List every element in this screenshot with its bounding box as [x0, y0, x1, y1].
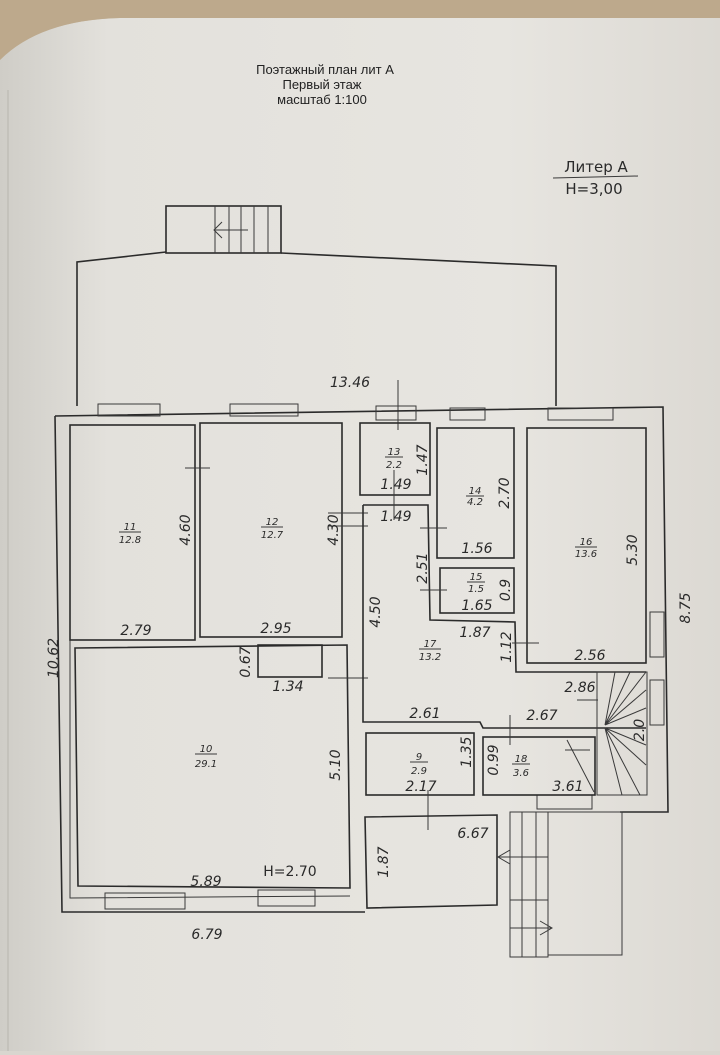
- dimension-label: 3.61: [552, 779, 583, 795]
- dimension-label: 4.60: [178, 514, 194, 545]
- table-edge: [0, 0, 720, 60]
- dimension-label: 1.87: [376, 846, 392, 877]
- floor-label: Первый этаж: [282, 77, 361, 92]
- dimension-label: 1.65: [461, 598, 492, 614]
- dimension-label: H=2.70: [263, 864, 316, 880]
- room-label: 12: [266, 517, 279, 528]
- room-label: 14: [469, 486, 482, 497]
- room-label: 2.2: [386, 460, 402, 471]
- room-label: 1.5: [468, 584, 484, 595]
- room-11: [69, 424, 196, 641]
- dimension-label: 2.51: [415, 552, 431, 583]
- interior-staircase: [566, 671, 648, 796]
- room-label: 15: [470, 572, 483, 583]
- paper-sheet: [0, 18, 720, 1051]
- room-label: 13.2: [419, 652, 441, 663]
- room-9: [365, 732, 475, 796]
- room-label: 18: [515, 754, 528, 765]
- room-label: 29.1: [195, 759, 217, 770]
- dimension-label: 1.56: [461, 541, 492, 557]
- outer-wall: [54, 406, 669, 913]
- dimension-label: 0.99: [486, 744, 502, 775]
- porch: [364, 814, 498, 909]
- dimension-label: 2.70: [497, 477, 513, 508]
- dimension-label: 8.75: [678, 592, 694, 623]
- room-label: 17: [424, 639, 437, 650]
- dimension-label: 2.67: [526, 708, 557, 724]
- dimension-label: 5.30: [625, 534, 641, 565]
- dimension-label: 4.30: [326, 514, 342, 545]
- dimension-label: 1.35: [459, 736, 475, 767]
- closet: [257, 644, 323, 678]
- plan-title: Поэтажный план лит А: [256, 62, 394, 77]
- dimension-label: 2.61: [409, 706, 440, 722]
- scale-label: масштаб 1:100: [277, 92, 367, 107]
- room-label: 3.6: [513, 768, 529, 779]
- dimension-label: 1.49: [380, 509, 411, 525]
- porch-stairs: [497, 811, 623, 958]
- dimension-label: 2.0: [632, 719, 648, 741]
- dimension-label: 5.10: [328, 749, 344, 780]
- liter-height: H=3,00: [565, 180, 622, 198]
- dimension-label: 6.79: [191, 927, 222, 943]
- room-label: 2.9: [411, 766, 427, 777]
- dimension-label: 4.50: [368, 596, 384, 627]
- room-label: 13.6: [575, 549, 597, 560]
- dimension-label: 1.87: [459, 625, 490, 641]
- entrance-stairs-top: [165, 205, 282, 254]
- room-label: 13: [388, 447, 401, 458]
- dimension-labels: 13.46 10.62 8.75 6.79 2.79 4.60 2.95 4.3…: [46, 375, 694, 943]
- room-label: 12.7: [261, 530, 284, 541]
- dimension-label: 10.62: [46, 638, 62, 678]
- room-label: 10: [200, 744, 213, 755]
- dimension-label: 6.67: [457, 826, 488, 842]
- dimension-label: 5.89: [190, 874, 221, 890]
- room-label: 11: [124, 522, 137, 533]
- windows: [97, 403, 665, 910]
- room-label: 4.2: [467, 497, 483, 508]
- room-labels: 11 12.8 12 12.7 10 29.1 13 2.2 144.2 151.5 1…: [119, 447, 597, 779]
- room-label: 16: [580, 537, 593, 548]
- dimension-label: 1.49: [380, 477, 411, 493]
- dimension-label: 1.34: [272, 679, 303, 695]
- dimension-label: 0.67: [238, 646, 254, 677]
- dimension-label: 1.12: [499, 631, 515, 662]
- dimension-label: 2.56: [574, 648, 605, 664]
- room-17-corridor: [362, 504, 646, 729]
- room-16: [526, 427, 647, 664]
- dimension-label: 13.46: [330, 375, 370, 391]
- dimension-label: 1.47: [415, 444, 431, 475]
- dimension-label: 0.9: [498, 579, 514, 601]
- room-label: 12.8: [119, 535, 141, 546]
- terrace-outline: [76, 251, 557, 406]
- dimension-label: 2.95: [260, 621, 291, 637]
- room-12: [199, 422, 343, 638]
- room-14: [436, 427, 515, 559]
- dimension-label: 2.17: [405, 779, 436, 795]
- room-10: [74, 644, 351, 889]
- room-13: [359, 422, 431, 496]
- room-label: 9: [416, 752, 422, 763]
- room-18: [482, 736, 596, 796]
- liter-name: Литер А: [564, 158, 628, 176]
- dimension-label: 2.86: [564, 680, 595, 696]
- dimension-label: 2.79: [120, 623, 151, 639]
